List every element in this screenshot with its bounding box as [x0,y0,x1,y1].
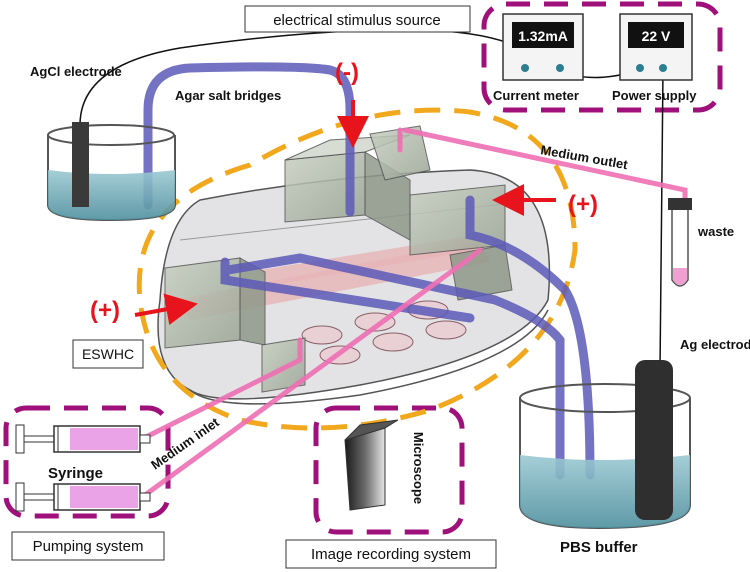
ag-electrode [635,360,673,520]
stimulus-source-label: electrical stimulus source [273,12,441,29]
reservoir-left [164,257,266,349]
electrode-arrows [134,100,556,326]
current-meter-label: Current meter [493,88,579,103]
voltage-display: 22 V [642,28,671,44]
agar-salt-bridges [143,62,595,480]
power-supply-label: Power supply [612,88,697,103]
eswhc-box [72,339,144,369]
power-supply-device [619,13,693,81]
microscope-icon [344,419,399,511]
pumping-system-box [11,531,165,561]
current-display: 1.32mA [518,28,568,44]
reservoir-top [284,134,411,241]
pumping-system-frame [3,405,171,519]
agar-bridges-label: Agar salt bridges [175,88,281,103]
ag-electrode-label: Ag electrode [680,337,750,352]
eswhc-boundary [136,107,578,431]
image-recording-label: Image recording system [311,546,471,563]
agcl-beaker [47,124,176,222]
eswhc-label: ESWHC [82,346,134,362]
agcl-electrode-label: AgCl electrode [30,64,122,79]
current-meter-device [502,13,584,81]
microscope-label: Microscope [411,432,426,504]
plus-left-label: (+) [90,297,120,324]
syringe-top [15,424,151,454]
waste-tube [668,198,692,287]
stimulus-source-box [244,5,471,33]
ag-wire [659,69,664,371]
pbs-buffer-label: PBS buffer [560,539,638,556]
waste-label: waste [697,224,734,239]
stimulus-source-frame [481,1,723,113]
minus-label: (-) [335,59,359,86]
pumping-system-label: Pumping system [33,538,144,555]
agcl-electrode [72,122,89,207]
syringe-bottom [15,482,151,512]
image-recording-box [285,539,497,569]
agcl-wire [79,29,551,126]
image-recording-frame [313,405,465,535]
syringe-label: Syringe [48,465,103,482]
plus-right-label: (+) [568,191,598,218]
